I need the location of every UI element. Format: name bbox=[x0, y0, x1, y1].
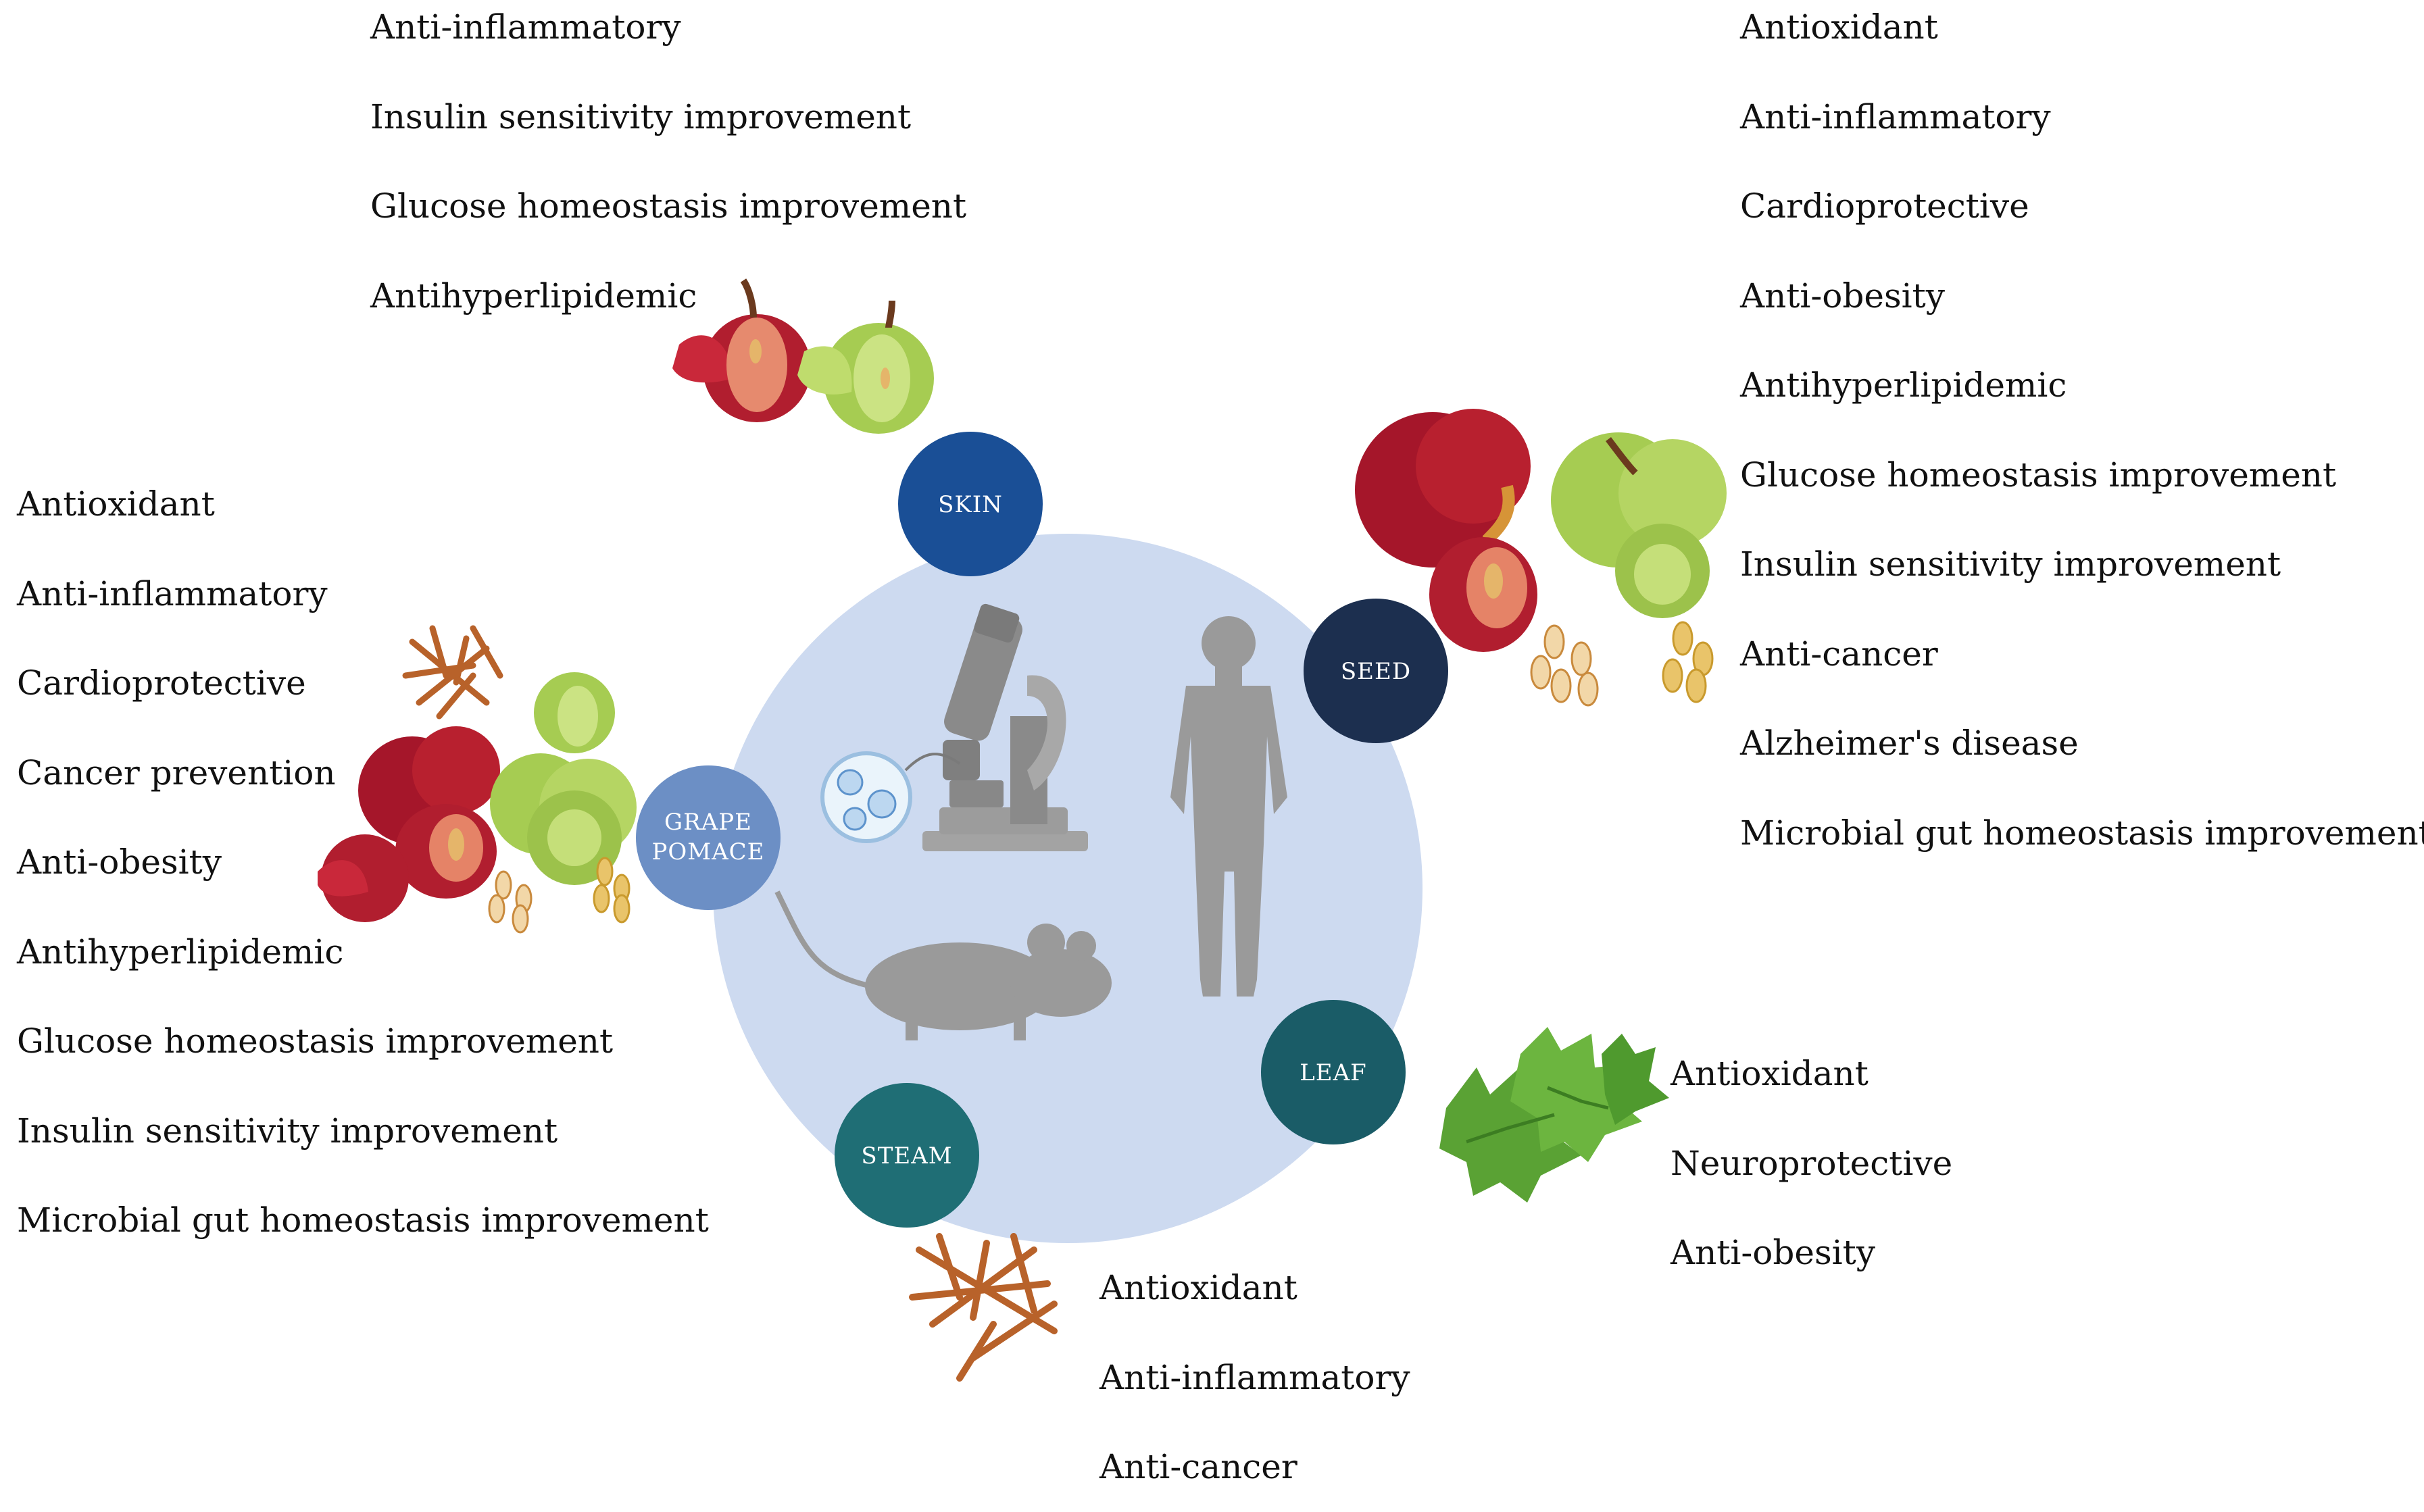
node-grape-pomace-label-line2: POMACE bbox=[652, 838, 765, 865]
list-item: Alzheimer's disease bbox=[1740, 724, 2079, 763]
list-item: Antioxidant bbox=[1740, 7, 1938, 47]
petri-dish-icon bbox=[820, 751, 961, 843]
list-item: Cardioprotective bbox=[17, 663, 306, 703]
list-item: Insulin sensitivity improvement bbox=[370, 97, 912, 136]
node-leaf-label: LEAF bbox=[1300, 1059, 1367, 1086]
leaf-benefits-list: Antioxidant Neuroprotective Anti-obesity bbox=[1671, 1029, 1952, 1298]
grape-leaves-illustration bbox=[1439, 1027, 1669, 1203]
list-item: Anti-inflammatory bbox=[1099, 1357, 1410, 1397]
seed-benefits-list: Antioxidant Anti-inflammatory Cardioprot… bbox=[1740, 0, 2424, 878]
list-item: Glucose homeostasis improvement bbox=[17, 1022, 614, 1061]
list-item: Microbial gut homeostasis improvement bbox=[17, 1201, 709, 1240]
node-grape-pomace bbox=[636, 765, 781, 910]
list-item: Cardioprotective bbox=[1740, 186, 2029, 226]
list-item: Anti-inflammatory bbox=[370, 7, 681, 47]
list-item: Glucose homeostasis improvement bbox=[1740, 455, 2337, 495]
node-grape-pomace-label-line1: GRAPE bbox=[664, 809, 752, 836]
skin-benefits-list: Anti-inflammatory Insulin sensitivity im… bbox=[370, 0, 966, 341]
steam-stems-illustration bbox=[909, 1233, 1058, 1382]
node-steam-label: STEAM bbox=[861, 1142, 952, 1169]
list-item: Anti-cancer bbox=[1099, 1447, 1297, 1486]
list-item: Insulin sensitivity improvement bbox=[1740, 545, 2281, 584]
list-item: Microbial gut homeostasis improvement bbox=[1740, 813, 2424, 853]
list-item: Anti-cancer bbox=[1740, 634, 1938, 674]
grape-pomace-illustration bbox=[318, 625, 637, 934]
node-seed bbox=[1304, 599, 1448, 743]
node-skin-label: SKIN bbox=[938, 491, 1003, 518]
list-item: Glucose homeostasis improvement bbox=[370, 186, 967, 226]
list-item: Antioxidant bbox=[17, 484, 215, 524]
list-item: Antioxidant bbox=[1099, 1268, 1297, 1307]
node-leaf bbox=[1261, 1000, 1406, 1144]
list-item: Antihyperlipidemic bbox=[1740, 366, 2067, 405]
node-seed-label: SEED bbox=[1341, 658, 1411, 685]
mouse-icon bbox=[774, 890, 1112, 1040]
list-item: Neuroprotective bbox=[1671, 1143, 1953, 1183]
human-silhouette-icon bbox=[1170, 616, 1287, 997]
list-item: Antihyperlipidemic bbox=[17, 932, 344, 972]
list-item: Insulin sensitivity improvement bbox=[17, 1111, 558, 1151]
list-item: Anti-obesity bbox=[1671, 1233, 1875, 1272]
steam-benefits-list: Antioxidant Anti-inflammatory Anti-cance… bbox=[1099, 1243, 1410, 1512]
list-item: Anti-inflammatory bbox=[17, 574, 328, 613]
microscope-icon bbox=[922, 603, 1088, 851]
list-item: Anti-obesity bbox=[17, 842, 222, 882]
list-item: Antihyperlipidemic bbox=[370, 276, 697, 316]
list-item: Antioxidant bbox=[1671, 1054, 1869, 1093]
skin-fruit-illustration bbox=[672, 278, 934, 434]
node-steam bbox=[835, 1083, 979, 1228]
grape-pomace-benefits-list: Antioxidant Anti-inflammatory Cardioprot… bbox=[17, 459, 709, 1265]
list-item: Anti-obesity bbox=[1740, 276, 1945, 316]
node-skin bbox=[898, 432, 1043, 576]
list-item: Cancer prevention bbox=[17, 753, 336, 792]
list-item: Anti-inflammatory bbox=[1740, 97, 2051, 136]
seed-fruit-illustration bbox=[1355, 409, 1727, 707]
